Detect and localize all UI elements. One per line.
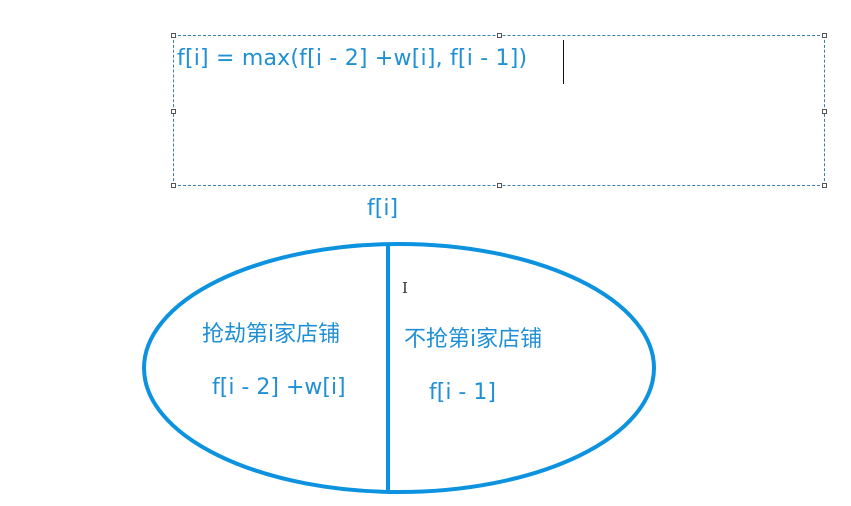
left-case-expression[interactable]: f[i - 2] +w[i]: [212, 375, 346, 400]
resize-handle-middle-right[interactable]: [822, 109, 827, 114]
resize-handle-top-left[interactable]: [171, 33, 176, 38]
text-caret: [563, 40, 564, 84]
resize-handle-bottom-middle[interactable]: [497, 183, 502, 188]
ibeam-cursor-icon: I: [402, 279, 408, 297]
resize-handle-bottom-right[interactable]: [822, 183, 827, 188]
left-case-title[interactable]: 抢劫第i家店铺: [202, 322, 341, 347]
resize-handle-top-right[interactable]: [822, 33, 827, 38]
root-label[interactable]: f[i]: [367, 196, 399, 221]
recurrence-formula[interactable]: f[i] = max(f[i - 2] +w[i], f[i - 1]): [177, 46, 528, 71]
right-case-title[interactable]: 不抢第i家店铺: [404, 327, 543, 352]
right-case-expression[interactable]: f[i - 1]: [429, 380, 496, 405]
formula-textbox[interactable]: [171, 33, 827, 188]
resize-handle-top-middle[interactable]: [497, 33, 502, 38]
resize-handle-middle-left[interactable]: [171, 109, 176, 114]
resize-handle-bottom-left[interactable]: [171, 183, 176, 188]
